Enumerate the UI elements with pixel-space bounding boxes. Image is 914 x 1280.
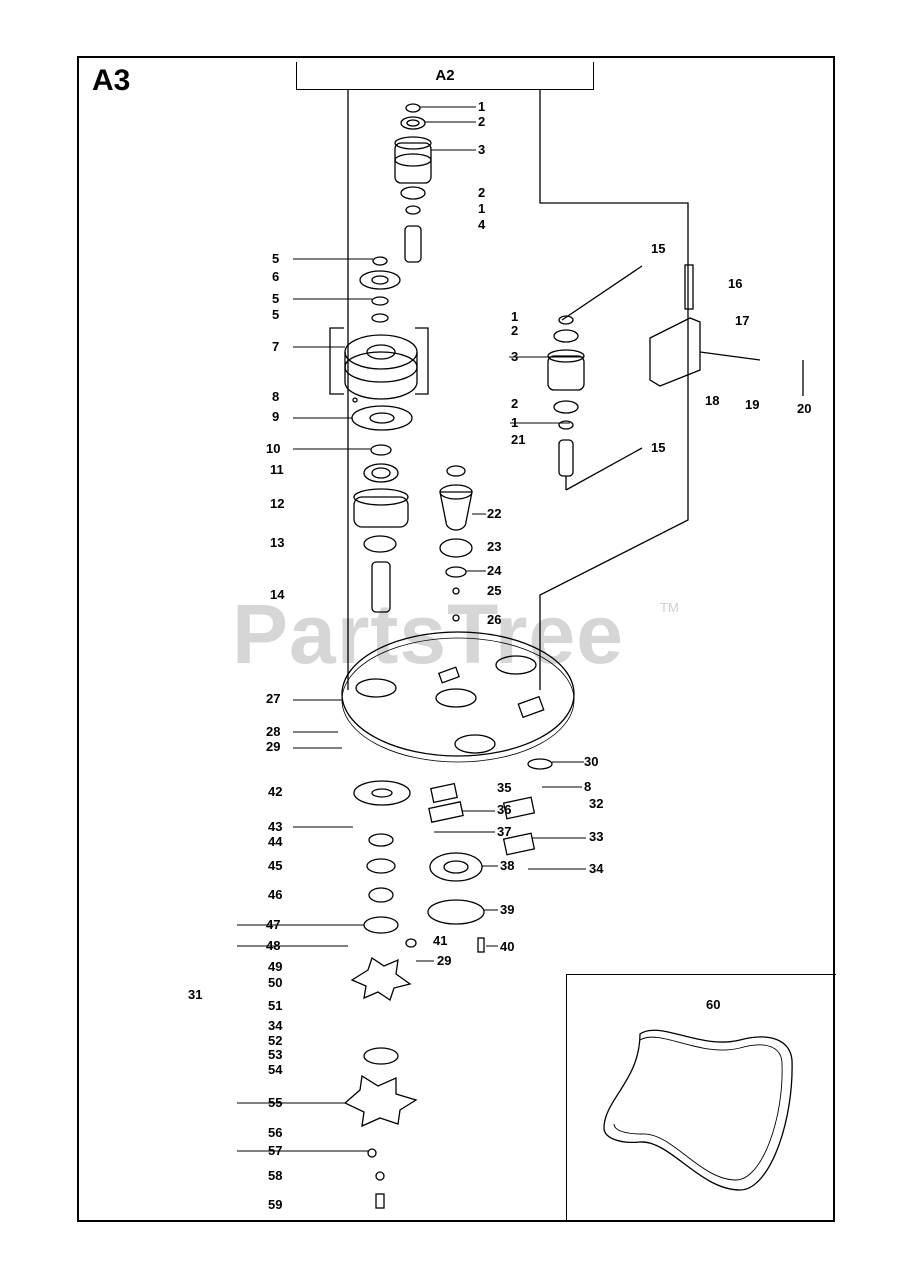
part-shaft xyxy=(404,225,422,263)
diagram-frame xyxy=(77,56,835,1222)
callout-6[interactable]: 6 xyxy=(272,269,280,284)
callout-19[interactable]: 19 xyxy=(745,397,760,412)
part-cone-22 xyxy=(439,491,473,531)
callout-14[interactable]: 14 xyxy=(270,587,285,602)
callout-15[interactable]: 15 xyxy=(651,440,666,455)
callout-13[interactable]: 13 xyxy=(270,535,285,550)
part-star-50 xyxy=(350,956,412,1002)
callout-2[interactable]: 2 xyxy=(511,396,519,411)
part-seal-13 xyxy=(363,535,397,553)
callout-43[interactable]: 43 xyxy=(268,819,283,834)
callout-28[interactable]: 28 xyxy=(266,724,281,739)
reference-section-box[interactable]: A2 xyxy=(296,62,594,90)
callout-16[interactable]: 16 xyxy=(728,276,743,291)
callout-42[interactable]: 42 xyxy=(268,784,283,799)
callout-2[interactable]: 2 xyxy=(511,323,519,338)
callout-54[interactable]: 54 xyxy=(268,1062,283,1077)
callout-32[interactable]: 32 xyxy=(589,796,604,811)
callout-25[interactable]: 25 xyxy=(487,583,502,598)
callout-51[interactable]: 51 xyxy=(268,998,283,1013)
callout-37[interactable]: 37 xyxy=(497,824,512,839)
part-idler xyxy=(359,270,401,290)
callout-59[interactable]: 59 xyxy=(268,1197,283,1212)
part-pulley-hub xyxy=(394,142,432,184)
callout-27[interactable]: 27 xyxy=(266,691,281,706)
callout-56[interactable]: 56 xyxy=(268,1125,283,1140)
callout-1[interactable]: 1 xyxy=(478,99,486,114)
callout-31[interactable]: 31 xyxy=(188,987,203,1002)
callout-18[interactable]: 18 xyxy=(705,393,720,408)
part-star-55 xyxy=(343,1074,418,1128)
callout-44[interactable]: 44 xyxy=(268,834,283,849)
part-deck-27 xyxy=(341,631,575,757)
callout-34[interactable]: 34 xyxy=(268,1018,283,1033)
watermark-trademark: TM xyxy=(660,600,679,615)
part-shaft-14 xyxy=(371,561,391,613)
callout-49[interactable]: 49 xyxy=(268,959,283,974)
bracket-7 xyxy=(329,327,344,395)
callout-58[interactable]: 58 xyxy=(268,1168,283,1183)
callout-50[interactable]: 50 xyxy=(268,975,283,990)
callout-4[interactable]: 4 xyxy=(478,217,486,232)
callout-10[interactable]: 10 xyxy=(266,441,281,456)
callout-5[interactable]: 5 xyxy=(272,251,280,266)
callout-33[interactable]: 33 xyxy=(589,829,604,844)
callout-12[interactable]: 12 xyxy=(270,496,285,511)
callout-1[interactable]: 1 xyxy=(478,201,486,216)
callout-52[interactable]: 52 xyxy=(268,1033,283,1048)
part-bearing xyxy=(400,116,426,130)
callout-30[interactable]: 30 xyxy=(584,754,599,769)
callout-41[interactable]: 41 xyxy=(433,933,448,948)
callout-2[interactable]: 2 xyxy=(478,185,486,200)
callout-24[interactable]: 24 xyxy=(487,563,502,578)
callout-9[interactable]: 9 xyxy=(272,409,280,424)
callout-15[interactable]: 15 xyxy=(651,241,666,256)
callout-8[interactable]: 8 xyxy=(584,779,592,794)
callout-26[interactable]: 26 xyxy=(487,612,502,627)
ref-line-right xyxy=(539,90,689,690)
callout-38[interactable]: 38 xyxy=(500,858,515,873)
part-belt-60 xyxy=(603,1029,793,1191)
callout-53[interactable]: 53 xyxy=(268,1047,283,1062)
callout-17[interactable]: 17 xyxy=(735,313,750,328)
callout-22[interactable]: 22 xyxy=(487,506,502,521)
inset-panel xyxy=(566,974,836,1222)
callout-3[interactable]: 3 xyxy=(478,142,486,157)
callout-39[interactable]: 39 xyxy=(500,902,515,917)
callout-5[interactable]: 5 xyxy=(272,307,280,322)
callout-35[interactable]: 35 xyxy=(497,780,512,795)
callout-45[interactable]: 45 xyxy=(268,858,283,873)
callout-29[interactable]: 29 xyxy=(266,739,281,754)
part-bracket-17 xyxy=(649,317,701,387)
callout-21[interactable]: 21 xyxy=(511,432,526,447)
part-disc-39 xyxy=(427,899,485,925)
callout-5[interactable]: 5 xyxy=(272,291,280,306)
callout-46[interactable]: 46 xyxy=(268,887,283,902)
callout-60[interactable]: 60 xyxy=(706,997,721,1012)
part-bearing-23 xyxy=(439,538,473,558)
section-code: A3 xyxy=(92,64,131,97)
callout-2[interactable]: 2 xyxy=(478,114,486,129)
callout-34[interactable]: 34 xyxy=(589,861,604,876)
callout-40[interactable]: 40 xyxy=(500,939,515,954)
callout-29[interactable]: 29 xyxy=(437,953,452,968)
part-snap-ring xyxy=(405,103,421,113)
part-pulley-38 xyxy=(429,852,483,882)
callout-11[interactable]: 11 xyxy=(270,462,284,477)
part-bearing-11 xyxy=(363,463,399,483)
callout-8[interactable]: 8 xyxy=(272,389,280,404)
part-housing-12 xyxy=(353,496,409,528)
callout-20[interactable]: 20 xyxy=(797,401,812,416)
callout-36[interactable]: 36 xyxy=(497,802,512,817)
part-bearing-lower xyxy=(400,186,426,200)
callout-7[interactable]: 7 xyxy=(272,339,280,354)
callout-23[interactable]: 23 xyxy=(487,539,502,554)
callout-1[interactable]: 1 xyxy=(511,309,519,324)
